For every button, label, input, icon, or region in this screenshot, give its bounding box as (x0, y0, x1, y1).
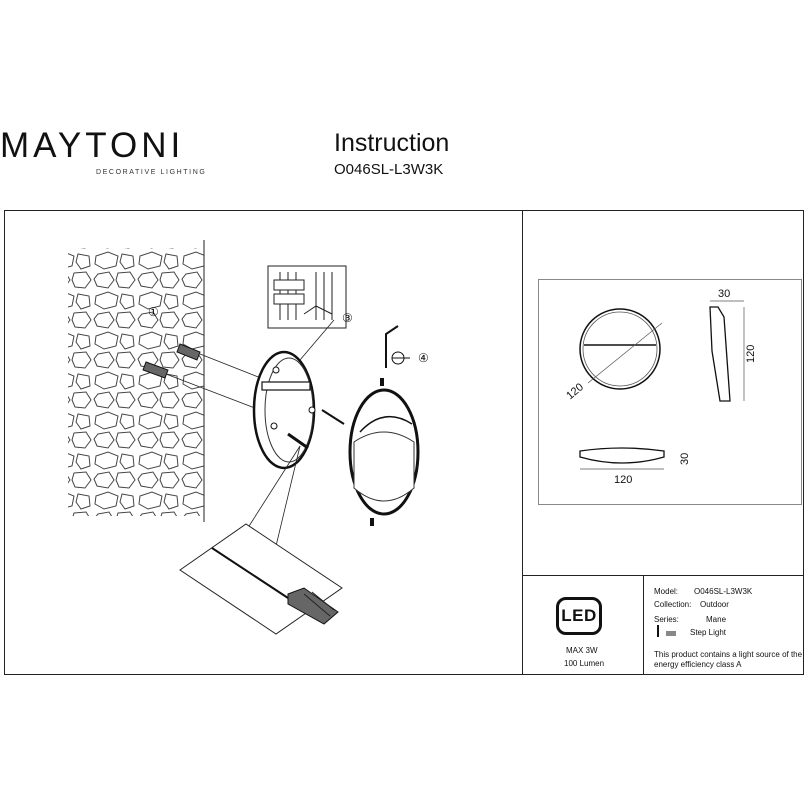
led-badge: LED (556, 597, 602, 635)
step-light-icon (657, 625, 676, 637)
bottom-width-label: 120 (614, 474, 632, 486)
model-label: Model: (654, 587, 679, 596)
side-view: 30 120 (709, 288, 757, 402)
dimension-drawings: 120 30 120 120 30 (564, 288, 757, 486)
wiring-detail (267, 265, 347, 329)
energy-line-1: This product contains a light source of … (654, 650, 803, 659)
screwdriver-icon (179, 523, 343, 635)
front-diameter-label: 120 (564, 381, 586, 402)
brand-tagline: DECORATIVE LIGHTING (96, 169, 207, 176)
front-view: 120 (564, 308, 663, 402)
brand-logo: MAYTONI (0, 126, 185, 165)
hex-key-icon (385, 325, 410, 368)
collection-value: Outdoor (700, 600, 729, 609)
wall-lamp-icon (348, 378, 420, 526)
max-power: MAX 3W (566, 646, 598, 655)
series-value: Mane (706, 615, 727, 624)
bottom-depth-label: 30 (679, 453, 691, 465)
energy-line-2: energy efficiency class A (654, 660, 742, 669)
panel-divider (522, 210, 523, 675)
mounting-plate (252, 350, 316, 470)
dimension-panel (538, 279, 802, 505)
info-column-divider (643, 575, 644, 675)
step-1-label: ① (148, 305, 159, 319)
collection-label: Collection: (654, 600, 692, 609)
step-4-label: ④ (418, 351, 429, 365)
wall-anchor-icon (142, 343, 201, 379)
model-value: O046SL-L3W3K (694, 587, 753, 596)
installation-diagram: ① ③ ② (68, 240, 429, 635)
series-label: Series: (654, 615, 679, 624)
page-title: Instruction (334, 129, 450, 157)
side-depth-label: 30 (718, 288, 730, 300)
screw-icon (287, 406, 345, 450)
side-height-label: 120 (745, 345, 757, 363)
info-divider (522, 575, 804, 576)
step-3-label: ③ (342, 311, 353, 325)
bottom-view: 120 30 (579, 447, 691, 486)
model-code: O046SL-L3W3K (334, 161, 444, 178)
stone-wall (68, 248, 204, 516)
lumen-output: 100 Lumen (564, 659, 605, 668)
type-value: Step Light (690, 628, 727, 637)
